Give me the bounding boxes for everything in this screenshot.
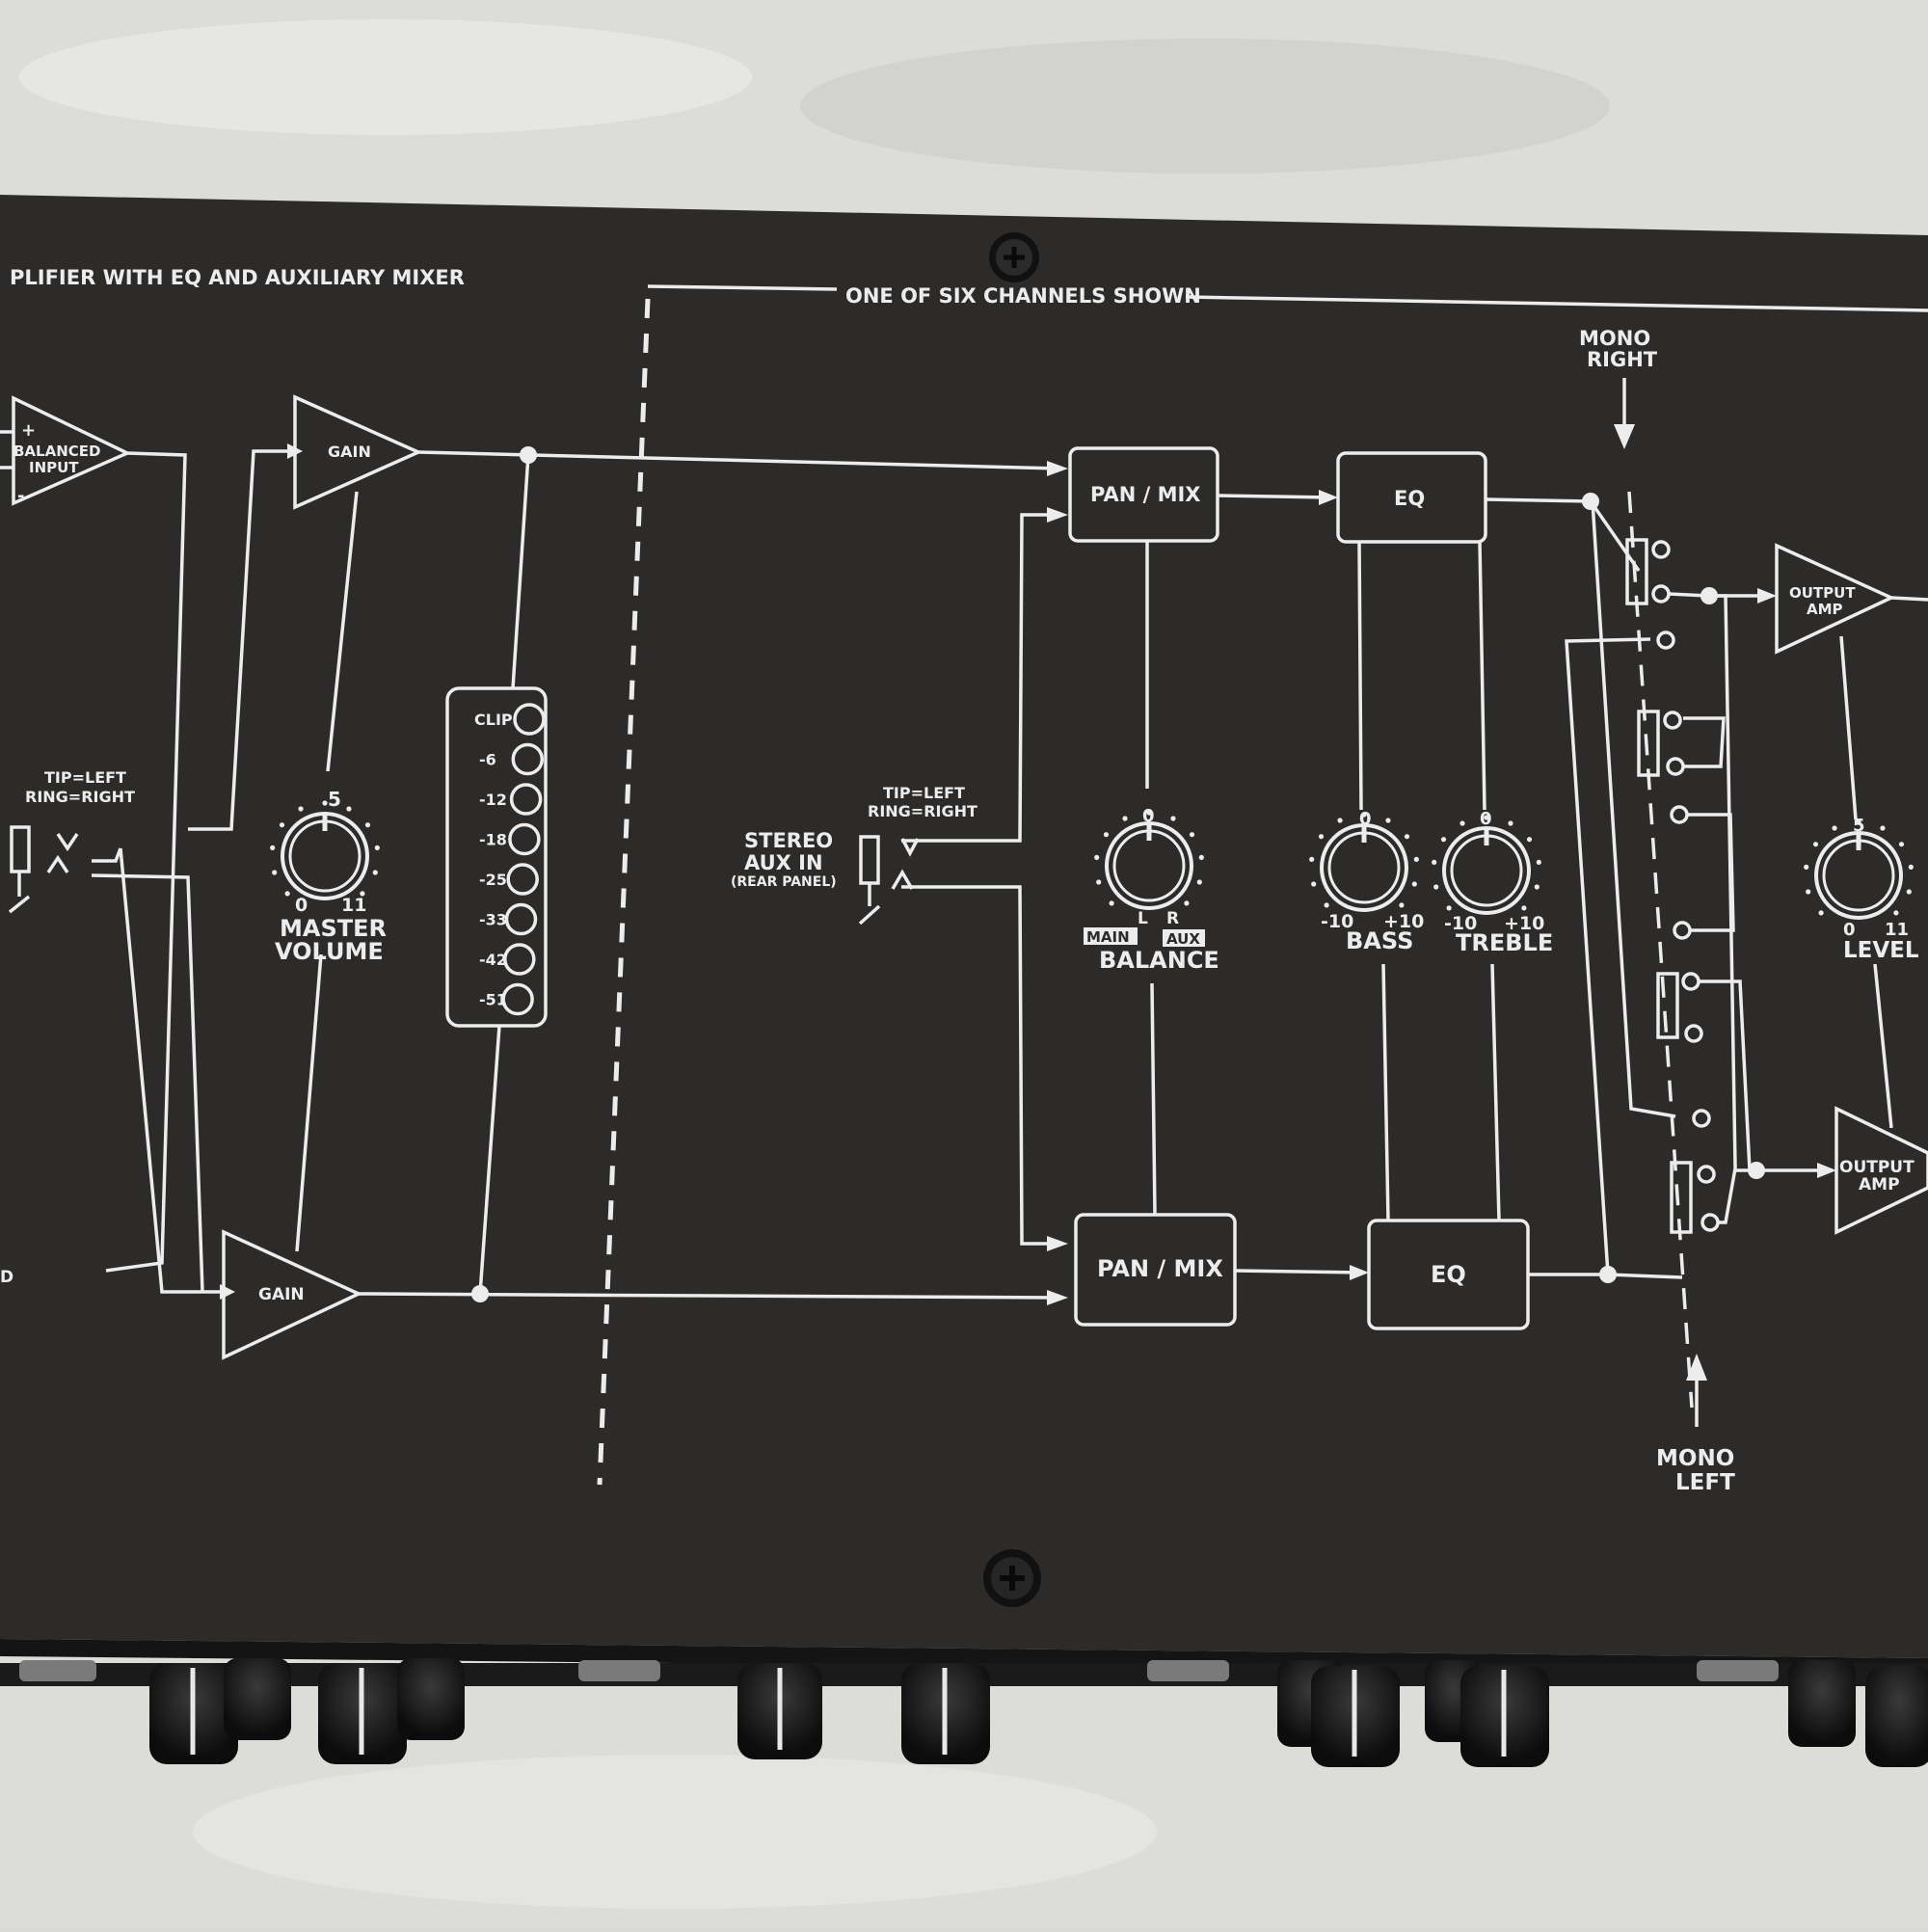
mono-right-label-1: MONO xyxy=(1579,327,1650,350)
master-scale-top: 5 xyxy=(328,788,341,811)
input-ring-label: RING=RIGHT xyxy=(25,788,135,806)
balance-scale-top: 0 xyxy=(1142,806,1155,826)
output-amp-top-label-2: AMP xyxy=(1807,601,1843,618)
aux-label-1: STEREO xyxy=(744,829,833,852)
aux-label-2: AUX IN xyxy=(744,851,823,874)
meter-label: -51 xyxy=(479,991,507,1009)
treble-label: TREBLE xyxy=(1456,929,1553,956)
meter-label: -33 xyxy=(479,911,507,929)
balance-label: BALANCE xyxy=(1099,947,1219,974)
header-title: PLIFIER WITH EQ AND AUXILIARY MIXER xyxy=(10,266,465,289)
mono-left-label-1: MONO xyxy=(1656,1446,1734,1471)
master-scale-min: 0 xyxy=(295,895,308,916)
balance-main: MAIN xyxy=(1086,928,1130,946)
meter-label: CLIP xyxy=(474,711,513,729)
meter-label: -42 xyxy=(479,951,507,969)
bass-label: BASS xyxy=(1346,927,1413,954)
balanced-label-1: BALANCED xyxy=(13,443,100,460)
input-tip-label: TIP=LEFT xyxy=(44,768,126,787)
bottom-screw xyxy=(983,1549,1041,1607)
master-scale-max: 11 xyxy=(341,895,366,916)
gain-top-label: GAIN xyxy=(328,443,371,461)
balanced-plus: + xyxy=(21,420,36,441)
output-amp-bottom-label-2: AMP xyxy=(1859,1175,1900,1194)
level-scale-top: 5 xyxy=(1853,816,1865,836)
balance-aux: AUX xyxy=(1166,930,1200,948)
eq-top-label: EQ xyxy=(1394,487,1425,510)
meter-label: -18 xyxy=(479,831,507,849)
channels-note: ONE OF SIX CHANNELS SHOWN xyxy=(845,284,1201,308)
balanced-label-2: INPUT xyxy=(29,459,79,476)
pan-mix-bottom-label: PAN / MIX xyxy=(1097,1255,1223,1282)
gain-bottom-label: GAIN xyxy=(258,1285,305,1304)
meter-label: -12 xyxy=(479,791,507,809)
output-amp-bottom-label-1: OUTPUT xyxy=(1839,1158,1915,1177)
balance-r: R xyxy=(1166,909,1179,928)
aux-tip-label: TIP=LEFT xyxy=(883,784,965,802)
level-label: LEVEL xyxy=(1843,938,1919,963)
treble-scale-top: 0 xyxy=(1480,809,1492,829)
balanced-minus: - xyxy=(17,486,24,506)
pan-mix-top-label: PAN / MIX xyxy=(1090,483,1201,506)
partial-label: D xyxy=(0,1268,13,1287)
level-scale-max: 11 xyxy=(1885,920,1909,940)
meter-label: -6 xyxy=(479,751,496,769)
master-label-2: VOLUME xyxy=(275,938,384,965)
aux-ring-label: RING=RIGHT xyxy=(868,802,977,820)
mono-right-label-2: RIGHT xyxy=(1587,348,1658,371)
level-scale-min: 0 xyxy=(1843,920,1856,940)
meter-label: -25 xyxy=(479,871,507,889)
eq-bottom-label: EQ xyxy=(1431,1261,1466,1288)
mono-left-label-2: LEFT xyxy=(1675,1470,1735,1495)
bass-scale-top: 0 xyxy=(1359,809,1372,829)
top-screw xyxy=(989,232,1039,282)
output-amp-top-label-1: OUTPUT xyxy=(1789,584,1856,602)
aux-label-3: (REAR PANEL) xyxy=(731,874,837,890)
balance-l: L xyxy=(1138,909,1148,928)
